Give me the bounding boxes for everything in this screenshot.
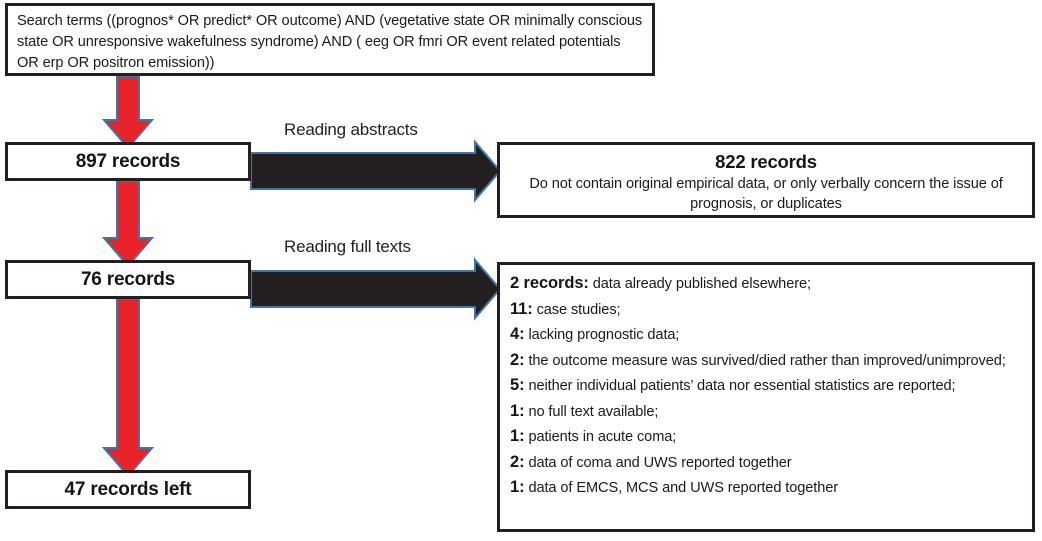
excluded-fulltext-item: 1: data of EMCS, MCS and UWS reported to… <box>510 475 1024 501</box>
excluded-fulltext-item-count: 11: <box>510 299 533 318</box>
stage-box-included: 47 records left <box>5 470 251 509</box>
excluded-fulltext-item-count: 1: <box>510 478 525 496</box>
search-terms-box: Search terms ((prognos* OR predict* OR o… <box>5 3 655 76</box>
excluded-fulltext-item-count: 5: <box>510 376 525 394</box>
excluded-fulltext-box: 2 records: data already published elsewh… <box>497 262 1035 532</box>
stage-label-fulltext: 76 records <box>80 268 176 290</box>
excluded-fulltext-item-count: 1: <box>510 427 525 445</box>
excluded-fulltext-item-count: 2 records: <box>510 274 589 292</box>
excluded-fulltext-item-reason: the outcome measure was survived/died ra… <box>524 352 1006 369</box>
arrow-label-reading-abstracts: Reading abstracts <box>284 120 418 139</box>
excluded-fulltext-item-reason: no full text available; <box>524 403 659 420</box>
excluded-fulltext-item: 2: the outcome measure was survived/died… <box>510 348 1024 374</box>
excluded-fulltext-list: 2 records: data already published elsewh… <box>510 271 1024 501</box>
excluded-abstracts-reason: Do not contain original empirical data, … <box>529 176 1003 212</box>
excluded-fulltext-item-reason: data already published elsewhere; <box>588 276 811 292</box>
excluded-fulltext-item-reason: neither individual patients’ data nor es… <box>524 378 956 394</box>
excluded-fulltext-item-count: 1: <box>510 401 525 420</box>
excluded-fulltext-item: 5: neither individual patients’ data nor… <box>510 373 1024 399</box>
red-arrow-down-1 <box>101 75 155 150</box>
stage-box-fulltext: 76 records <box>5 260 251 299</box>
black-arrow-right-1 <box>250 139 502 203</box>
excluded-fulltext-item: 4: lacking prognostic data; <box>510 322 1024 348</box>
red-arrow-down-2 <box>101 180 155 268</box>
stage-label-identified: 897 records <box>75 150 181 172</box>
excluded-fulltext-item-reason: data of coma and UWS reported together <box>524 454 792 471</box>
stage-box-identified: 897 records <box>5 142 251 181</box>
search-terms-text: Search terms ((prognos* OR predict* OR o… <box>17 13 643 71</box>
black-arrow-right-2 <box>250 257 502 321</box>
excluded-fulltext-item-reason: data of EMCS, MCS and UWS reported toget… <box>524 480 839 496</box>
excluded-fulltext-item: 1: no full text available; <box>510 399 1024 425</box>
excluded-fulltext-item-count: 4: <box>510 325 525 343</box>
excluded-fulltext-item-reason: lacking prognostic data; <box>524 327 680 343</box>
red-arrow-down-3 <box>101 298 155 478</box>
excluded-fulltext-item: 2 records: data already published elsewh… <box>510 271 1024 297</box>
excluded-fulltext-item-reason: patients in acute coma; <box>524 429 677 445</box>
excluded-fulltext-item-count: 2: <box>510 452 525 471</box>
excluded-fulltext-item-count: 2: <box>510 350 525 369</box>
excluded-fulltext-item: 1: patients in acute coma; <box>510 424 1024 450</box>
stage-label-included: 47 records left <box>64 478 192 500</box>
arrow-label-reading-full-texts: Reading full texts <box>284 237 411 256</box>
excluded-abstracts-box: 822 records Do not contain original empi… <box>497 142 1035 218</box>
excluded-fulltext-item-reason: case studies; <box>532 301 621 318</box>
excluded-fulltext-item: 11: case studies; <box>510 297 1024 323</box>
excluded-fulltext-item: 2: data of coma and UWS reported togethe… <box>510 450 1024 476</box>
excluded-abstracts-count: 822 records <box>715 151 817 172</box>
